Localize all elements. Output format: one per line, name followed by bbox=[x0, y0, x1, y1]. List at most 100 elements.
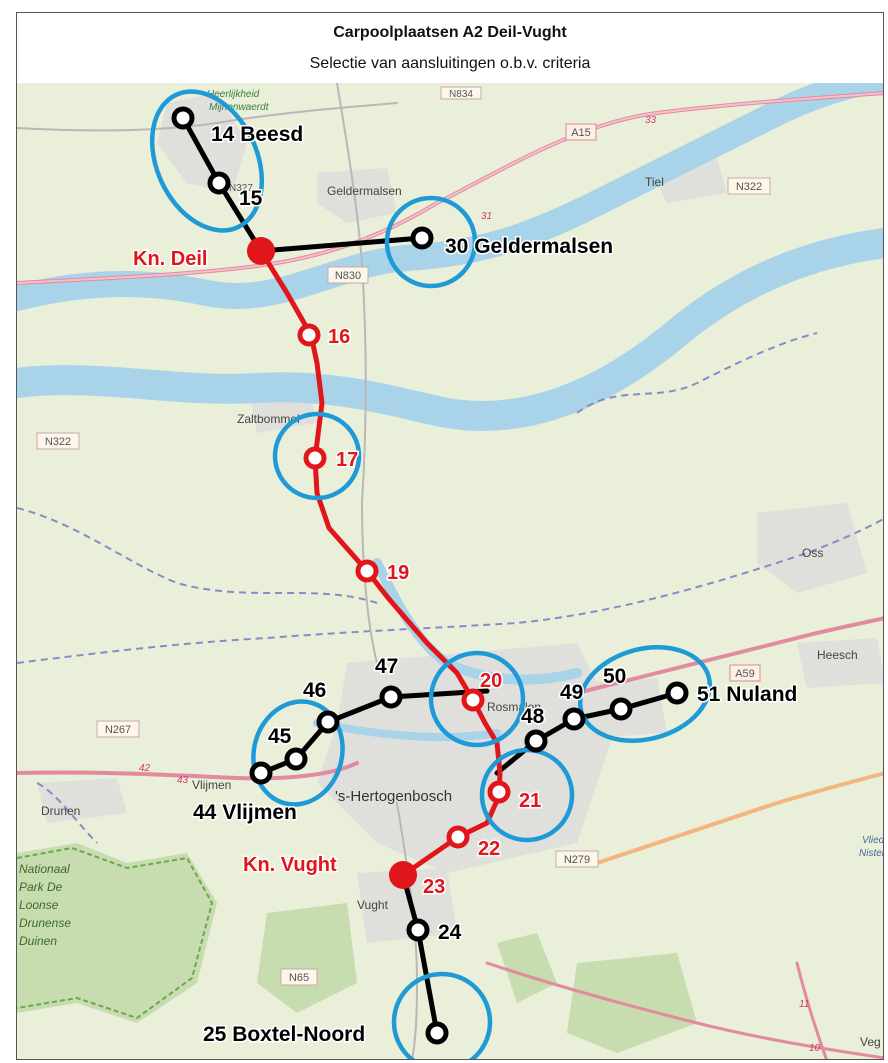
map-subtitle: Selectie van aansluitingen o.b.v. criter… bbox=[309, 55, 591, 72]
red-stop-labels: Kn. Deil 16 17 19 20 21 22 Kn. Vught 23 bbox=[132, 247, 543, 900]
stop-14-label: 14 Beesd bbox=[211, 123, 303, 146]
stop-51-label: 51 Nuland bbox=[697, 683, 797, 706]
stop-15-marker bbox=[207, 171, 231, 195]
exit-31-label: 31 bbox=[481, 211, 492, 222]
stop-22-marker bbox=[446, 825, 470, 849]
stop-50-marker bbox=[609, 697, 633, 721]
road-n830-label: N830 bbox=[335, 270, 361, 282]
stop-19-marker bbox=[355, 559, 379, 583]
stop-25-marker bbox=[425, 1021, 449, 1045]
kn-deil-label: Kn. Deil bbox=[133, 248, 207, 270]
park-boundary bbox=[17, 846, 214, 1020]
exit-11-label: 11 bbox=[799, 999, 809, 1010]
road-n267-label: N267 bbox=[105, 724, 131, 736]
stop-50-label: 50 bbox=[603, 665, 626, 688]
park-label-line2: Park De bbox=[19, 880, 63, 894]
selection-circle-17 bbox=[272, 411, 362, 501]
stop-21-label: 21 bbox=[519, 790, 541, 812]
stop-14-marker bbox=[171, 106, 195, 130]
route-line-geldermalsen bbox=[258, 235, 425, 254]
place-labels: Heerlijkheid Mijnenwaerdt Geldermalsen T… bbox=[19, 89, 884, 1049]
exit-42-label: 42 bbox=[139, 763, 151, 774]
stop-49-marker bbox=[562, 707, 586, 731]
place-mijnenwaerdt: Mijnenwaerdt bbox=[209, 102, 270, 113]
selection-circle-beesd bbox=[149, 89, 265, 233]
stop-24-label: 24 bbox=[438, 921, 462, 944]
road-a59-label: A59 bbox=[735, 668, 755, 680]
stop-45-marker bbox=[284, 747, 308, 771]
selection-circles bbox=[149, 89, 713, 1059]
forest-areas bbox=[17, 843, 697, 1053]
place-veg: Veg bbox=[860, 1035, 881, 1049]
stop-48-label: 48 bbox=[521, 705, 545, 728]
selection-circle-21 bbox=[479, 747, 575, 843]
stop-20-marker bbox=[461, 688, 485, 712]
stop-25-label: 25 Boxtel-Noord bbox=[203, 1023, 365, 1046]
place-zaltbommel: Zaltbommel bbox=[237, 412, 300, 426]
stop-17-marker bbox=[303, 446, 327, 470]
place-shertogenbosch: 's-Hertogenbosch bbox=[335, 788, 452, 805]
road-n834-label: N834 bbox=[449, 89, 473, 100]
stop-22-label: 22 bbox=[478, 838, 500, 860]
kn-vught-label: Kn. Vught bbox=[243, 854, 337, 876]
park-label-line1: Nationaal bbox=[19, 862, 70, 876]
road-n322-west-label: N322 bbox=[45, 436, 71, 448]
exit-43-label: 43 bbox=[177, 775, 189, 786]
stop-51-marker bbox=[665, 681, 689, 705]
selection-circle-20 bbox=[428, 650, 526, 748]
place-vlijmen: Vlijmen bbox=[192, 778, 231, 792]
stop-30-marker bbox=[410, 226, 434, 250]
red-stops bbox=[297, 323, 511, 849]
park-label-line3: Loonse bbox=[19, 898, 59, 912]
road-n279-label: N279 bbox=[564, 854, 590, 866]
exit-33-label: 33 bbox=[645, 115, 657, 126]
kn-deil-marker bbox=[247, 237, 275, 265]
selection-circle-vlijmen bbox=[251, 699, 345, 807]
stop-15-label: 15 bbox=[239, 187, 263, 210]
stop-23-label: 23 bbox=[423, 876, 445, 898]
stop-46-label: 46 bbox=[303, 679, 326, 702]
admin-boundaries bbox=[17, 332, 883, 844]
place-geldermalsen: Geldermalsen bbox=[327, 184, 402, 198]
stop-45-label: 45 bbox=[268, 725, 292, 748]
stop-48-marker bbox=[524, 729, 548, 753]
stop-20-label: 20 bbox=[480, 670, 502, 692]
stop-16-label: 16 bbox=[328, 326, 350, 348]
map-header: Carpoolplaatsen A2 Deil-Vught Selectie v… bbox=[17, 13, 883, 84]
place-vlied: Vlied bbox=[862, 835, 884, 846]
place-tiel: Tiel bbox=[645, 175, 664, 189]
stop-46-marker bbox=[316, 710, 340, 734]
park-label-line5: Duinen bbox=[19, 934, 57, 948]
stop-17-label: 17 bbox=[336, 449, 358, 471]
map-canvas: A15 N322 N830 N322 N267 N279 N65 A59 N83… bbox=[17, 83, 884, 1059]
map-title: Carpoolplaatsen A2 Deil-Vught bbox=[333, 24, 567, 41]
selection-circle-geldermalsen bbox=[384, 195, 478, 289]
black-stops bbox=[171, 106, 689, 1045]
place-rosmalen: Rosmalen bbox=[487, 700, 541, 714]
place-nister: Nister bbox=[859, 848, 884, 859]
stop-49-label: 49 bbox=[560, 681, 583, 704]
map-figure: Carpoolplaatsen A2 Deil-Vught Selectie v… bbox=[16, 12, 884, 1060]
place-heesch: Heesch bbox=[817, 648, 858, 662]
place-oss: Oss bbox=[802, 546, 823, 560]
selection-circle-boxtel bbox=[391, 971, 493, 1059]
stop-21-marker bbox=[487, 780, 511, 804]
road-n327-label: N327 bbox=[229, 183, 253, 194]
road-n322-east-label: N322 bbox=[736, 181, 762, 193]
park-label: Nationaal Park De Loonse Drunense Duinen bbox=[19, 862, 71, 948]
kn-vught-marker bbox=[389, 861, 417, 889]
exit-numbers: 33 31 42 43 11 10 bbox=[139, 115, 821, 1054]
stop-30-label: 30 Geldermalsen bbox=[445, 235, 613, 258]
road-shields: A15 N322 N830 N322 N267 N279 N65 A59 N83… bbox=[36, 86, 771, 986]
place-heerlijkheid: Heerlijkheid bbox=[207, 89, 260, 100]
exit-10-label: 10 bbox=[809, 1043, 821, 1054]
stop-44-label: 44 Vlijmen bbox=[193, 801, 297, 824]
place-drunen: Drunen bbox=[41, 804, 80, 818]
park-label-line4: Drunense bbox=[19, 916, 71, 930]
stop-19-label: 19 bbox=[387, 562, 409, 584]
stop-47-marker bbox=[379, 685, 403, 709]
junction-markers bbox=[247, 237, 417, 889]
stop-47-label: 47 bbox=[375, 655, 398, 678]
road-n65-label: N65 bbox=[289, 972, 309, 984]
stop-16-marker bbox=[297, 323, 321, 347]
